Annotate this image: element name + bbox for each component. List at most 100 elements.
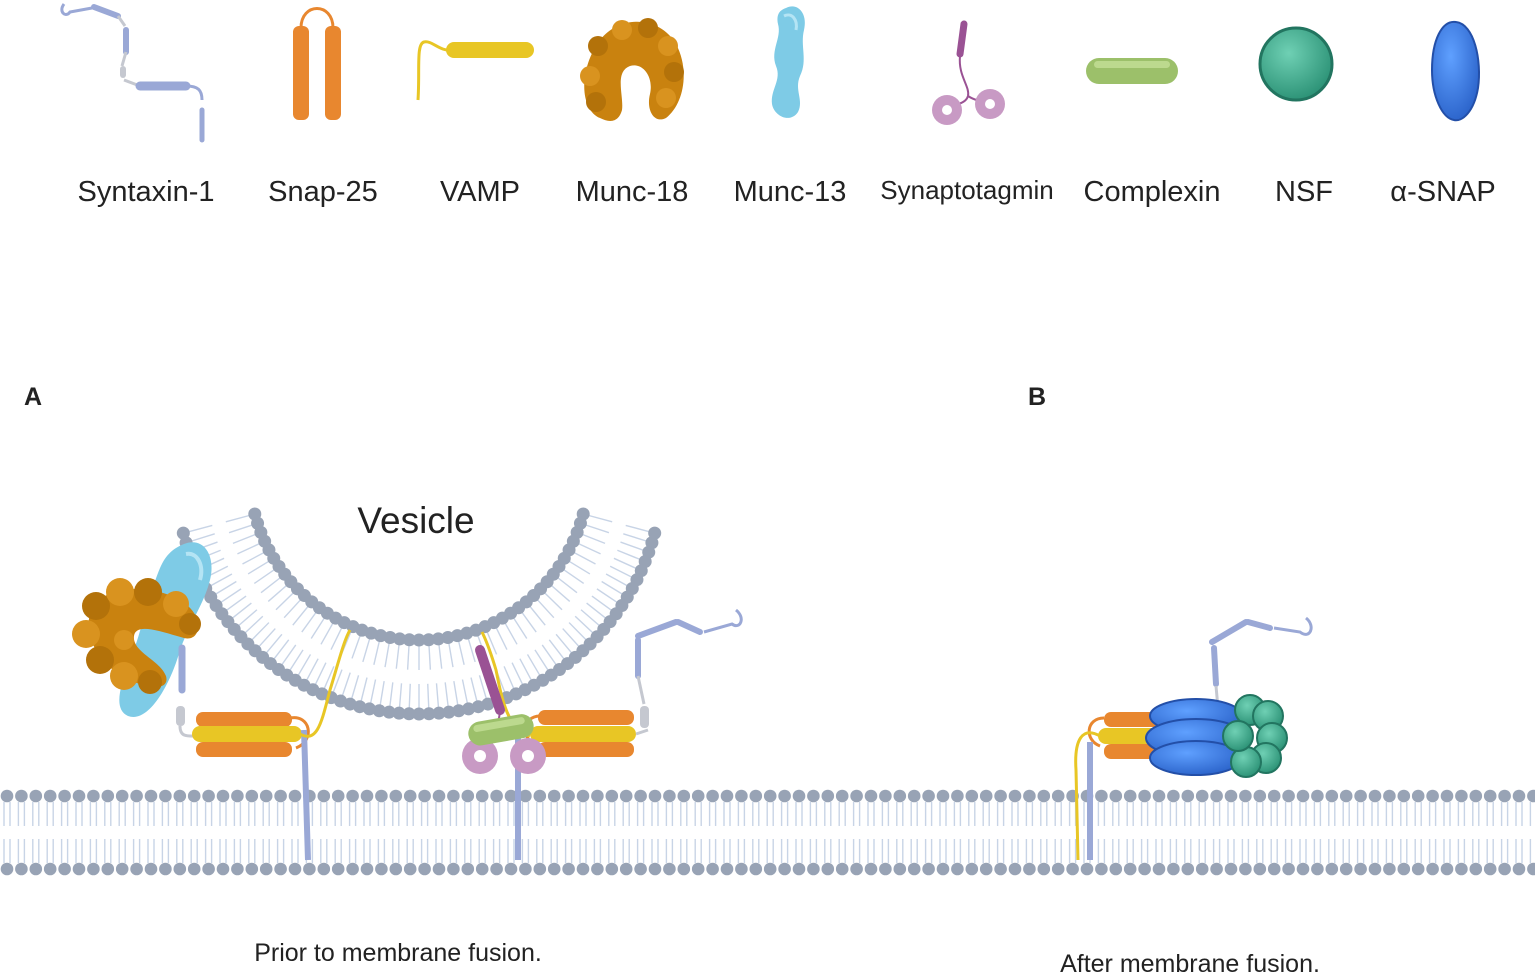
lipid-head [1253,789,1267,803]
legend-label-snap25: Snap-25 [268,176,378,208]
lipid-tail [478,802,486,826]
lipid-tail [392,802,400,826]
lipid-head [303,862,316,876]
lipid-head [432,789,446,803]
lipid-tail [968,839,976,863]
lipid-head [101,862,115,876]
lipid-tail [1126,839,1134,863]
lipid-tail [564,802,573,826]
lipid-head [1037,789,1051,803]
lipid-tail [1227,802,1235,826]
lipid-tail [1313,802,1322,826]
panel-a-letter: A [24,383,42,411]
lipid-tail [507,839,515,863]
legend-label-munc13: Munc-13 [734,176,847,208]
lipid-tail [3,839,11,863]
lipid-head [202,789,215,803]
lipid-tail [752,839,760,863]
lipid-head [1354,862,1367,876]
lipid-tail [1371,839,1379,863]
lipid-tail [320,802,328,826]
lipid-head [259,789,273,803]
lipid-head [907,789,921,803]
lipid-head [994,789,1007,803]
lipid-tail [521,839,530,863]
lipid-tail [32,802,40,826]
lipid-head [763,789,777,803]
lipid-head [475,862,489,876]
lipid-head [72,862,86,876]
lipid-tail [1443,839,1451,863]
lipid-head [144,789,158,803]
lipid-head [1037,862,1051,876]
lipid-head [605,862,619,876]
lipid-tail [867,839,875,863]
lipid-tail [1025,839,1034,863]
lipid-head [807,789,820,803]
lipid-tail [622,802,630,826]
lipid-head [1239,862,1252,876]
lipid-head [1080,862,1094,876]
lipid-tail [1212,839,1221,863]
lipid-head [1195,789,1209,803]
lipid-head [1325,862,1339,876]
lipid-tail [492,839,501,863]
lipid-tail [1112,839,1120,863]
panel-a-syntaxin-right [635,608,743,705]
lipid-head [720,862,734,876]
lipid-head [432,862,446,876]
lipid-tail [680,802,688,826]
lipid-head [1411,789,1425,803]
lipid-tail [1270,839,1278,863]
lipid-tail [248,839,256,863]
lipid-head [15,789,28,803]
lipid-tail [1155,802,1163,826]
lipid-tail [1472,839,1480,863]
lipid-head [1397,862,1411,876]
lipid-tail [996,802,1005,826]
lipid-tail [1126,802,1134,826]
legend-munc13-icon [771,6,805,118]
lipid-tail [1025,802,1034,826]
lipid-head [1440,862,1454,876]
lipid-tail [32,839,40,863]
lipid-tail [536,802,544,826]
lipid-head [231,789,244,803]
lipid-head [749,789,763,803]
lipid-tail [939,802,947,826]
lipid-head [619,789,633,803]
lipid-tail [118,839,126,863]
legend-syntaxin-icon [60,3,205,143]
lipid-tail [435,839,443,863]
lipid-head [562,789,575,803]
lipid-head [792,789,806,803]
legend-label-asnap: α-SNAP [1390,176,1495,208]
lipid-tail [1256,802,1264,826]
lipid-tail [809,839,818,863]
lipid-tail [104,839,112,863]
panel-b-nsf-complex [1222,694,1288,778]
lipid-head [1123,862,1137,876]
lipid-tail [1414,802,1422,826]
lipid-tail [1299,839,1307,863]
lipid-head [1339,862,1353,876]
lipid-head [393,632,407,646]
lipid-head [176,526,190,540]
lipid-head [691,862,705,876]
lipid-head [72,789,86,803]
lipid-tail [464,839,472,863]
lipid-head [706,789,719,803]
lipid-tail [1385,839,1394,863]
lipid-head [1527,862,1535,876]
lipid-head [677,862,691,876]
lipid-tail [1500,802,1509,826]
lipid-tail [1112,802,1120,826]
vesicle-label: Vesicle [357,500,474,541]
lipid-tail [665,839,674,863]
lipid-tail [651,839,659,863]
lipid-tail [896,802,904,826]
lipid-head [173,862,187,876]
lipid-tail [1529,839,1532,863]
lipid-tail [262,839,270,863]
